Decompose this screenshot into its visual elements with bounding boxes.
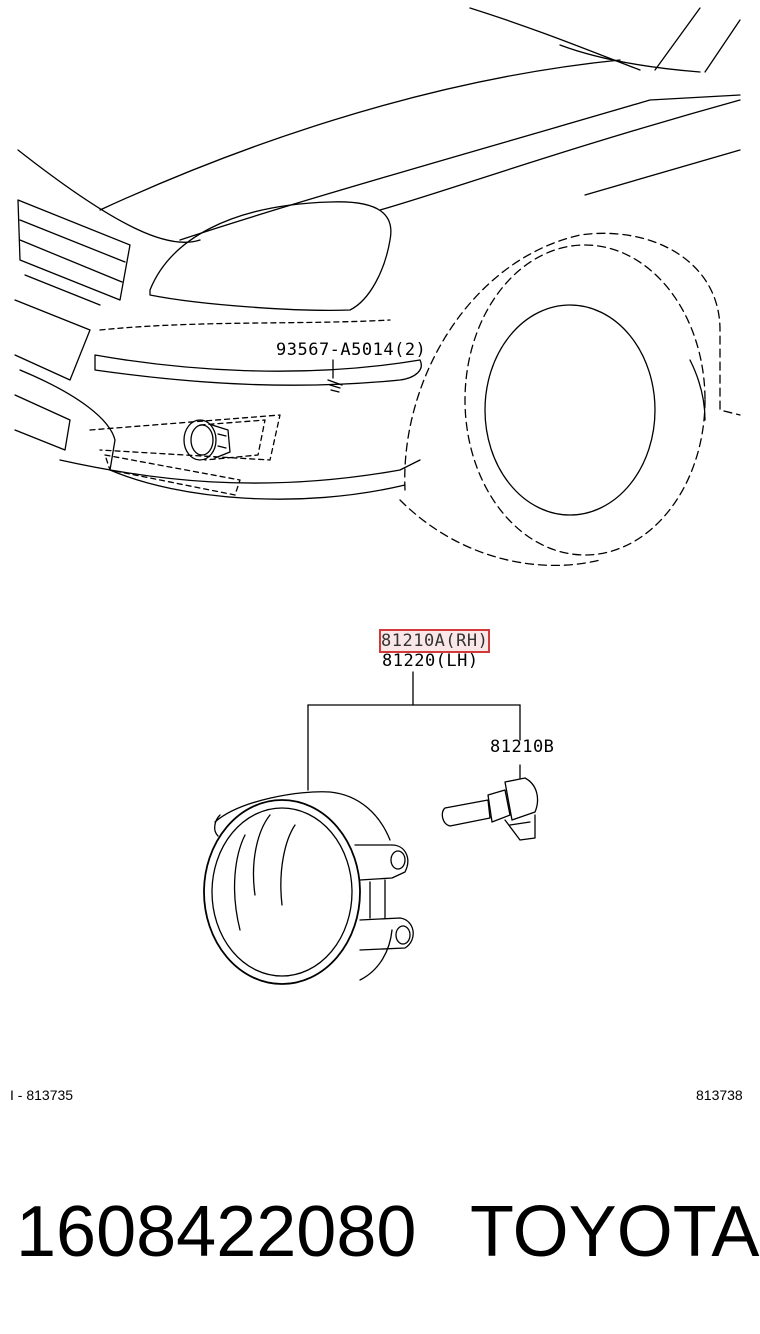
bulb-callout: 81210B <box>490 737 555 757</box>
bulb-illustration <box>441 764 539 841</box>
leader-lines <box>307 671 521 791</box>
fog-lamp-lh-callout: 81220(LH) <box>382 651 479 671</box>
brand-name: TOYOTA <box>470 1192 760 1272</box>
part-number: 1608422080 <box>16 1192 417 1272</box>
car-front-illustration <box>14 7 741 567</box>
fog-lamp-rh-callout[interactable]: 81210A(RH) <box>378 629 491 653</box>
fog-lamp-assembly <box>203 791 414 985</box>
bolt-callout: 93567-A5014(2) <box>276 340 427 360</box>
diagram-ref-left: I - 813735 <box>10 1087 74 1103</box>
diagram-ref-right: 813738 <box>696 1087 743 1103</box>
